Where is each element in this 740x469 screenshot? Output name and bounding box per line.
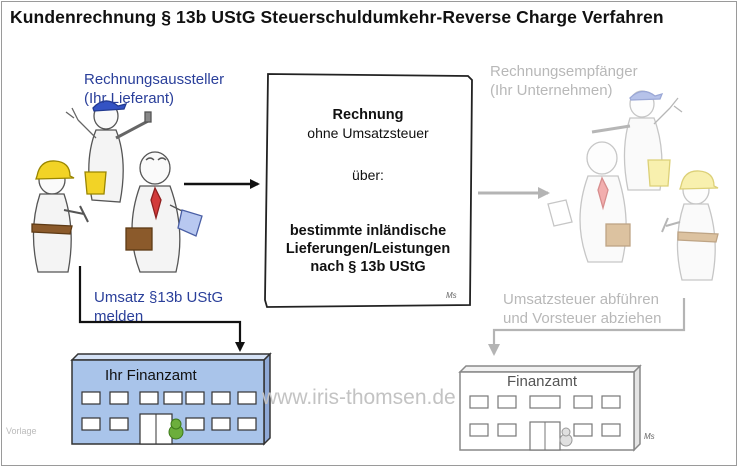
invoice-ueber: über: (352, 167, 384, 183)
recipient-label-line2: (Ihr Unternehmen) (490, 82, 613, 99)
invoice-bold-line2: Lieferungen/Leistungen (285, 241, 451, 257)
worker-with-helmet-figure (31, 160, 89, 273)
office-signature: Ms (644, 432, 655, 441)
pay-label-line2: und Vorsteuer abziehen (503, 310, 662, 327)
recipient-worker-with-cap-figure (591, 90, 683, 191)
right-office-label: Finanzamt (507, 373, 578, 390)
issuer-label-line1: Rechnungsaussteller (84, 71, 225, 88)
invoice-subheading: ohne Umsatzsteuer (307, 125, 429, 141)
report-label-line1: Umsatz §13b UStG (94, 289, 224, 306)
invoice-signature: Ms (446, 291, 457, 300)
issuer-label-line2: (Ihr Lieferant) (84, 90, 175, 107)
invoice-bold-line3: nach § 13b UStG (310, 259, 426, 275)
pay-label: Umsatzsteuer abführen und Vorsteuer abzi… (503, 290, 661, 328)
supplier-figures-illustration (31, 100, 203, 273)
right-tax-office-building (458, 364, 642, 452)
pay-arrow (488, 298, 686, 356)
invoice-heading: Rechnung (332, 107, 404, 123)
recipient-figures-illustration (547, 90, 719, 281)
invoice-text: Rechnung ohne Umsatzsteuer über: bestimm… (268, 106, 468, 276)
worker-with-cap-figure (65, 100, 152, 203)
report-arrow (78, 266, 245, 352)
report-label-line2: melden (94, 308, 144, 325)
invoice-bold-line1: bestimmte inländische (289, 223, 447, 239)
watermark-url: www.iris-thomsen.de (262, 386, 456, 409)
recipient-businessman-figure (547, 141, 631, 263)
invoice-document-shape (264, 73, 473, 308)
recipient-label-line1: Rechnungsempfänger (490, 63, 638, 80)
businessman-figure (125, 151, 203, 273)
pay-label-line1: Umsatzsteuer abführen (503, 291, 659, 308)
recipient-worker-with-helmet-figure (661, 170, 719, 281)
report-label: Umsatz §13b UStG melden (94, 288, 223, 326)
diagram-title: Kundenrechnung § 13b UStG Steuerschuldum… (10, 7, 664, 27)
recipient-label: Rechnungsempfänger (Ihr Unternehmen) (490, 62, 638, 100)
issuer-label: Rechnungsaussteller (Ihr Lieferant) (84, 70, 224, 108)
left-office-label: Ihr Finanzamt (105, 367, 197, 384)
footer-text: Vorlage (6, 426, 37, 436)
left-tax-office-building (70, 352, 272, 446)
